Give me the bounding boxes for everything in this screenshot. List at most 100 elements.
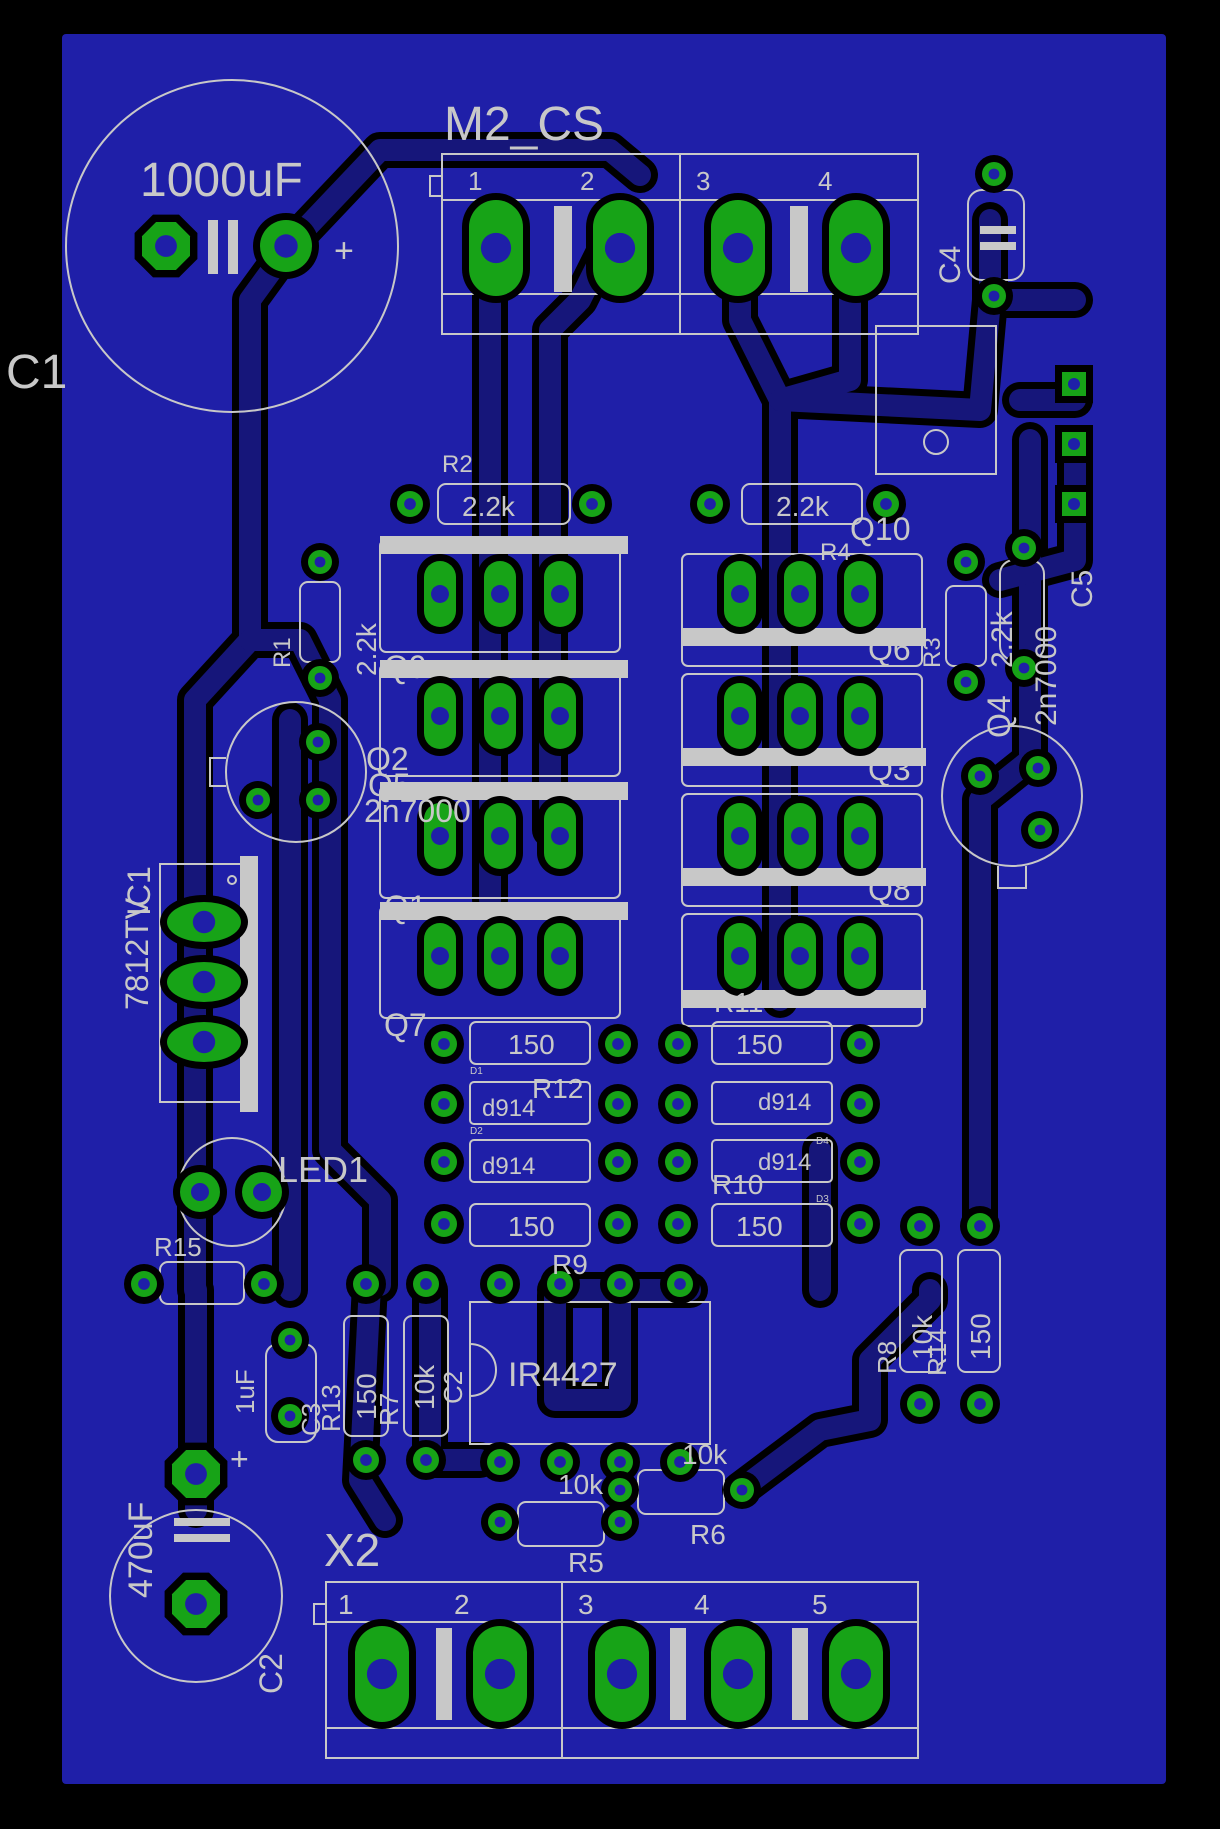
ir-top-2: [600, 1264, 640, 1304]
r2-pad-2: [572, 484, 612, 524]
c4-label: C4: [934, 246, 967, 284]
r9-label: R9: [552, 1249, 588, 1280]
c4-pad-1: [975, 155, 1013, 193]
ir-top-3: [660, 1264, 700, 1304]
ir-bot-2: [600, 1442, 640, 1482]
d4-value: d914: [758, 1149, 811, 1176]
m2cs-pad-1: [462, 193, 530, 303]
r6-pad-1: [601, 1471, 639, 1509]
qleft-2-pad-0: [417, 796, 463, 876]
row3-pad-d: [840, 1204, 880, 1244]
q8-label: Q8: [868, 871, 911, 907]
ic1-pad-1: [160, 895, 248, 949]
r13-value: 150: [351, 1373, 382, 1420]
m2cs-pad-2: [586, 193, 654, 303]
x2-pad-5: [822, 1619, 890, 1729]
r10-value: 150: [736, 1211, 783, 1242]
qleft-1-pad-1: [477, 676, 523, 756]
qleft-3-pad-0: [417, 916, 463, 996]
c2-pad-neg: [164, 1572, 228, 1636]
m2cs-pin1: 1: [468, 166, 482, 196]
r2-label: R2: [442, 451, 473, 478]
r12-value: 150: [508, 1029, 555, 1060]
row1-pad-d: [840, 1084, 880, 1124]
r14-pad-2: [960, 1384, 1000, 1424]
row1-pad-c: [658, 1084, 698, 1124]
q4-pad-1: [961, 757, 999, 795]
ir-bot-1: [540, 1442, 580, 1482]
d1-value: d914: [482, 1095, 535, 1122]
c2-small-label: C2: [438, 1371, 468, 1404]
r14-value: 150: [965, 1313, 996, 1360]
row2-pad-c: [658, 1142, 698, 1182]
r1-pad-2: [301, 659, 339, 697]
q7-label: Q7: [384, 1007, 427, 1043]
r2-pad-1: [390, 484, 430, 524]
qleft-3-pad-1: [477, 916, 523, 996]
x2-pin1: 1: [338, 1589, 354, 1620]
ir-bot-0: [480, 1442, 520, 1482]
r9-value: 150: [508, 1211, 555, 1242]
q2-pad-2: [299, 781, 337, 819]
q10-pad-2: [1055, 425, 1093, 463]
r8-value: 10k: [907, 1314, 938, 1360]
c3-label: C3: [296, 1403, 326, 1436]
x2-pin4: 4: [694, 1589, 710, 1620]
row1-pad-b: [598, 1084, 638, 1124]
c5-pad-1: [1005, 529, 1043, 567]
r11-label: R11: [714, 987, 763, 1018]
q4-label: Q4: [981, 695, 1017, 738]
x2-pad-1: [348, 1619, 416, 1729]
r15-label: R15: [154, 1232, 202, 1262]
m2cs-label: M2_CS: [444, 98, 604, 151]
row3-pad-a: [424, 1204, 464, 1244]
d3-value: d914: [758, 1089, 811, 1116]
x2-pin5: 5: [812, 1589, 828, 1620]
r13-pad-1: [346, 1264, 386, 1304]
r12-label: R12: [532, 1073, 583, 1104]
r4-label: R4: [820, 539, 851, 566]
x2-label: X2: [324, 1524, 380, 1576]
r15-pad-2: [244, 1264, 284, 1304]
r4-outline: [741, 483, 863, 525]
row0-pad-b: [598, 1024, 638, 1064]
ir-top-0: [480, 1264, 520, 1304]
r1-pad-1: [301, 543, 339, 581]
ic1-pad-2: [160, 955, 248, 1009]
row3-pad-c: [658, 1204, 698, 1244]
q9-label: Q9: [384, 649, 427, 685]
q10-outline: [875, 325, 997, 475]
ir-bot-3: [660, 1442, 700, 1482]
r6-pad-2: [723, 1471, 761, 1509]
c2-value: 470uF: [122, 1502, 160, 1598]
c1-label: C1: [6, 346, 67, 399]
m2cs-pin4: 4: [818, 166, 832, 196]
d2-value: d914: [482, 1153, 535, 1180]
m2cs-pad-3: [704, 193, 772, 303]
c3-value: 1uF: [230, 1369, 260, 1414]
qright-3-pad-1: [777, 916, 823, 996]
row0-pad-c: [658, 1024, 698, 1064]
m2cs-pin2: 2: [580, 166, 594, 196]
ir4427-outline: [469, 1301, 711, 1445]
qright-1-pad-0: [717, 676, 763, 756]
qright-2-pad-2: [837, 796, 883, 876]
row2-pad-a: [424, 1142, 464, 1182]
r7-pad-2: [406, 1440, 446, 1480]
q4-pad-2: [1019, 749, 1057, 787]
r4-value: 2.2k: [776, 491, 830, 522]
d4-label: D4: [816, 1136, 829, 1147]
d3-label: D3: [816, 1194, 829, 1205]
c1-outline: [65, 79, 399, 413]
ic1-value: 7812TV: [119, 897, 155, 1010]
q2-outline: [225, 701, 367, 843]
x2-pad-2: [466, 1619, 534, 1729]
x2-pin3: 3: [578, 1589, 594, 1620]
row2-pad-d: [840, 1142, 880, 1182]
q2-value: 2n7000: [364, 793, 471, 829]
q4-outline: [941, 725, 1083, 867]
r13-label: R13: [316, 1384, 346, 1432]
pad-layer: [124, 155, 1093, 1729]
led1-label: LED1: [278, 1149, 368, 1190]
r4-pad-2: [866, 484, 906, 524]
